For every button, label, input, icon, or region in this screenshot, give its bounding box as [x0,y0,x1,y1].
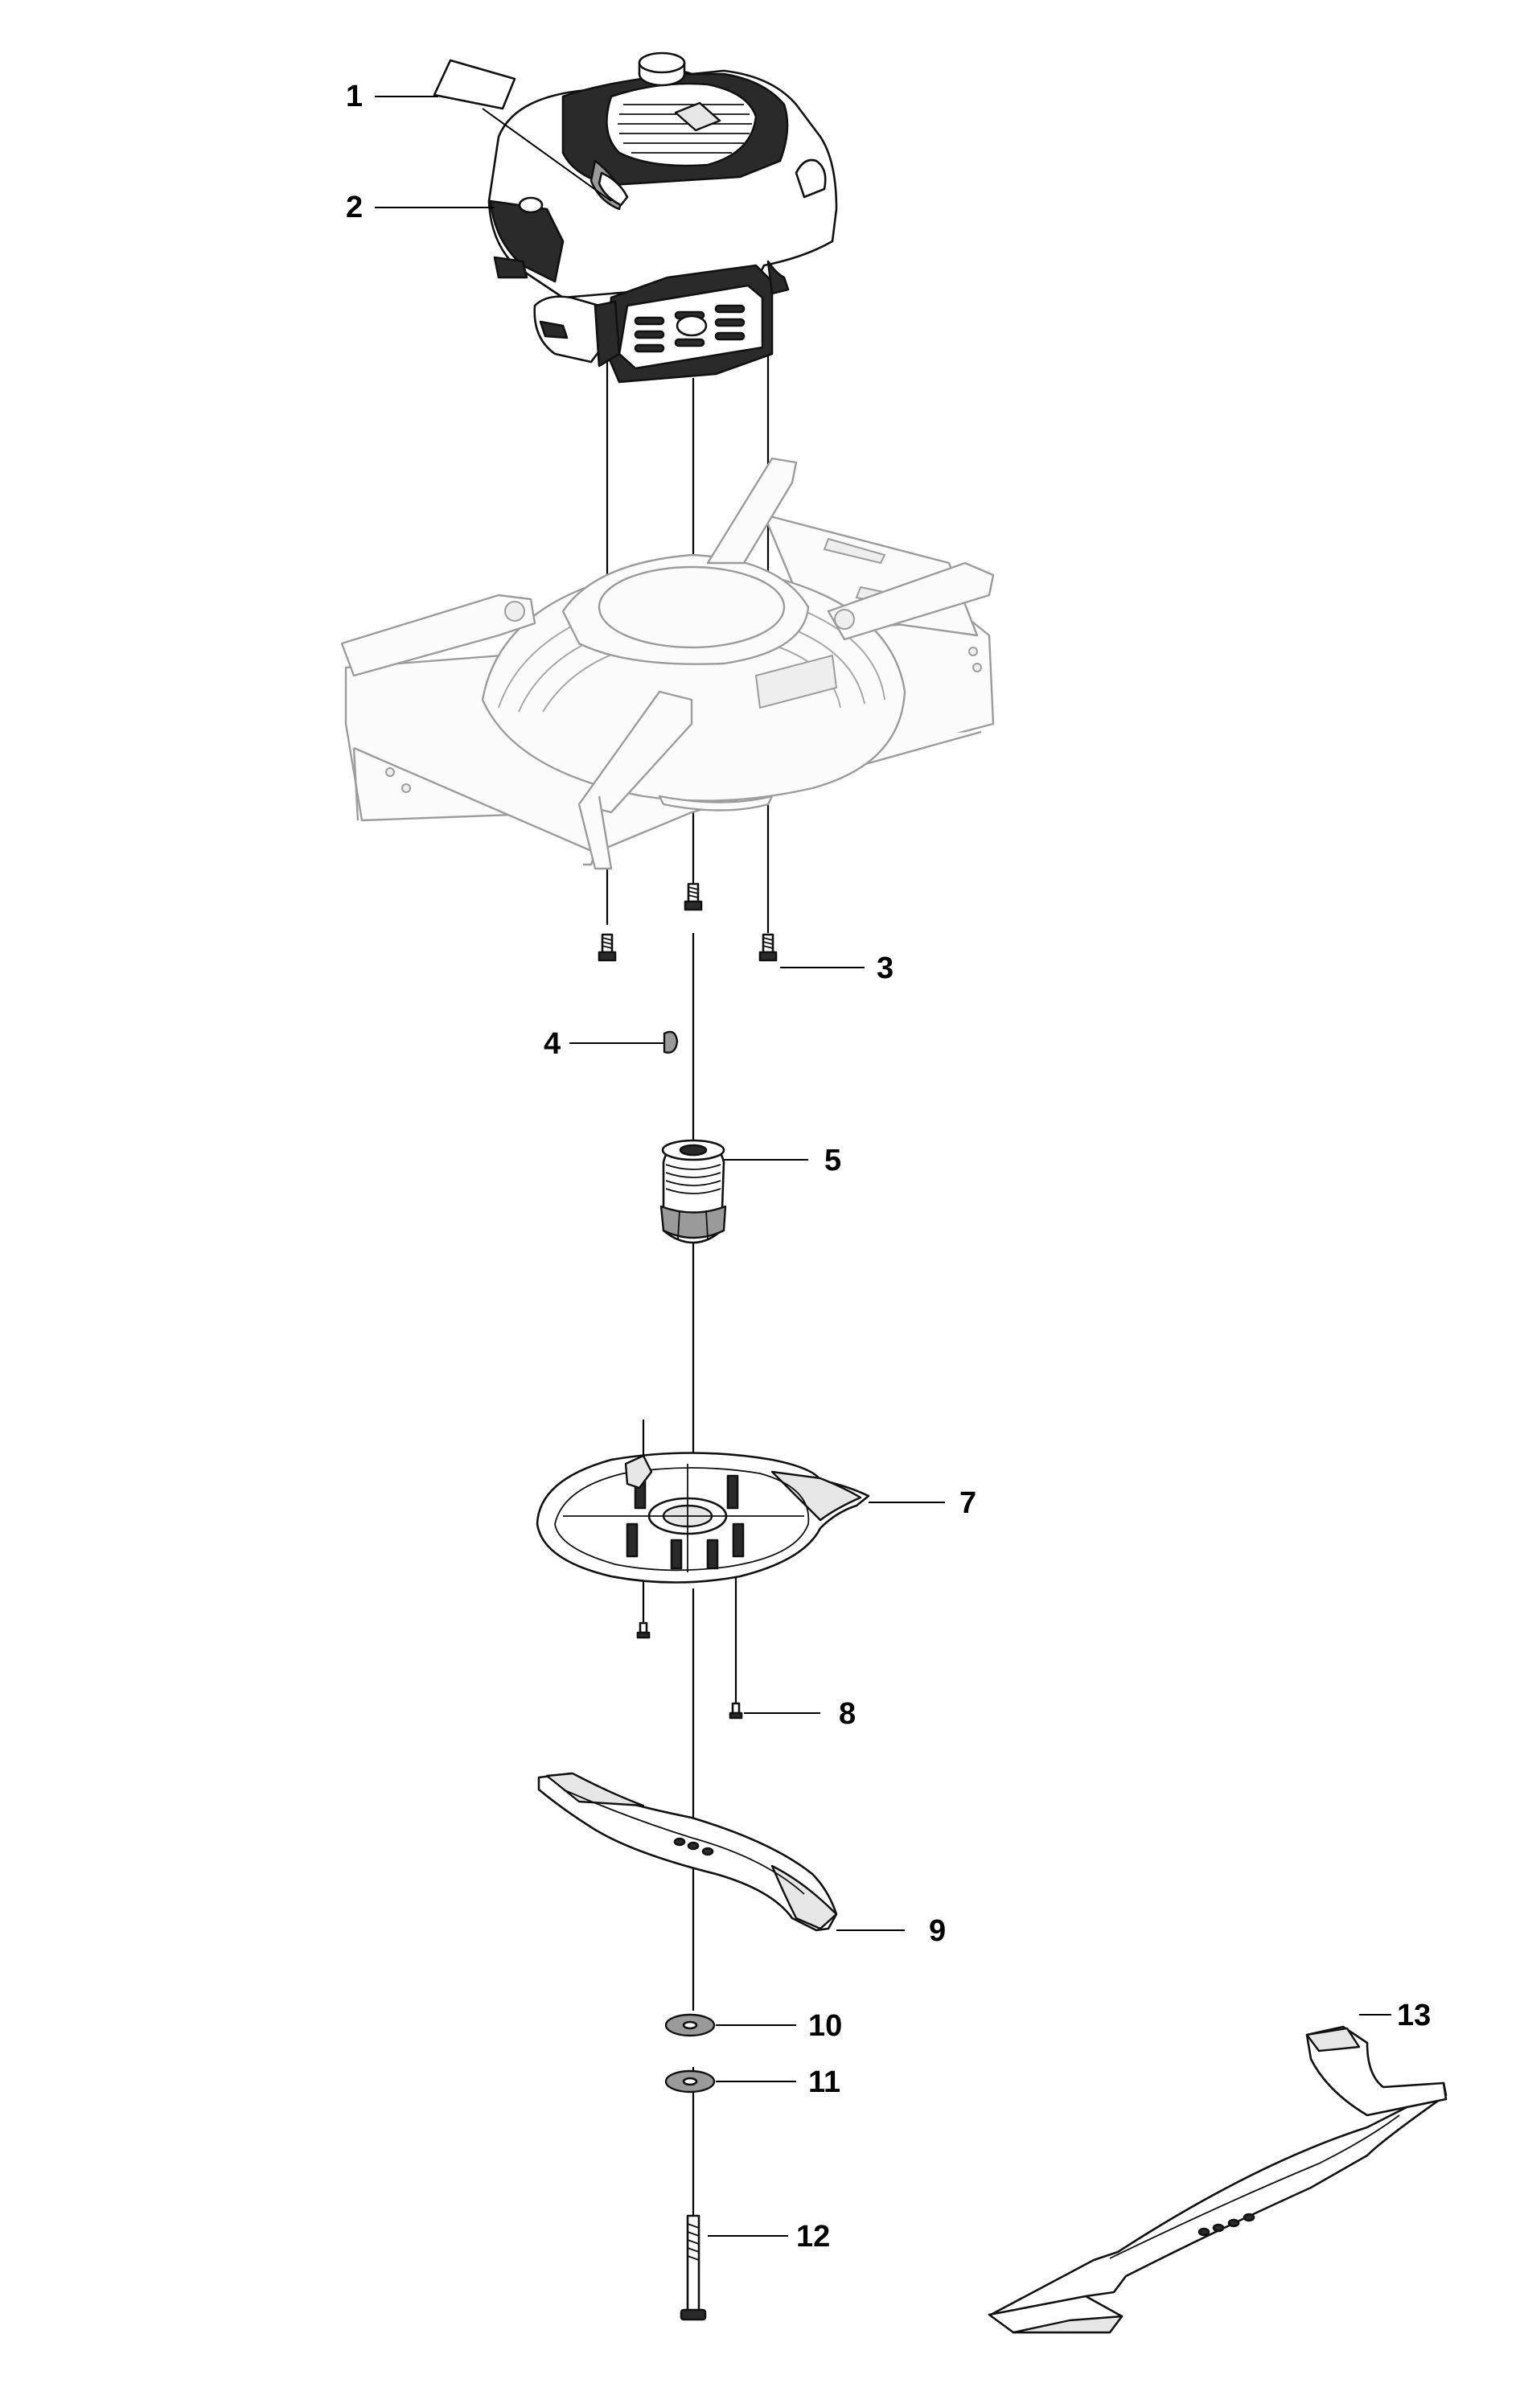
washer-11 [664,2069,716,2094]
callout-11: 11 [808,2065,840,2099]
callout-2: 2 [346,191,363,224]
blade-adapter [659,1139,727,1244]
callout-3: 3 [877,951,894,985]
fan-disc [536,1452,870,1584]
cutting-blade [537,1772,838,1932]
engine [487,51,838,384]
callout-7: 7 [959,1486,976,1520]
callout-1: 1 [346,80,363,113]
mower-deck [340,457,995,870]
key [663,1030,679,1054]
blade-bolt [680,2214,707,2321]
leader-lines [375,96,1391,2237]
deck-bolts [598,882,778,962]
callout-5: 5 [824,1144,841,1177]
callout-13: 13 [1397,1999,1431,2032]
callout-4: 4 [544,1027,561,1061]
fan-screws [636,1621,743,1720]
engine-label-sticker [433,59,516,110]
callout-12: 12 [796,2220,830,2254]
callout-10: 10 [808,2009,842,2043]
callout-8: 8 [839,1697,856,1731]
callout-9: 9 [929,1914,946,1948]
callout-labels: 1 2 3 4 5 7 8 9 10 11 12 13 [346,80,1431,2254]
alternative-blade [988,2025,1448,2334]
washer-10 [664,2013,716,2037]
